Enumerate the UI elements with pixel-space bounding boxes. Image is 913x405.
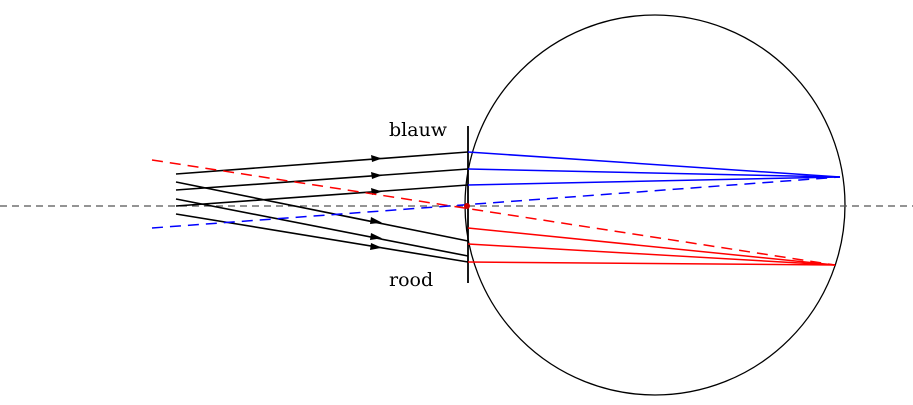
red-rays	[467, 227, 836, 266]
incoming-ray	[175, 184, 469, 207]
blue-dashed-chief-ray	[151, 176, 841, 229]
red-dashed-chief-ray	[151, 159, 836, 266]
ray-arrow	[370, 217, 382, 224]
red-ray	[467, 261, 836, 266]
ray-arrow	[370, 233, 382, 240]
blue-ray	[467, 168, 841, 178]
ray-arrows	[370, 155, 382, 250]
incoming-ray	[175, 213, 469, 263]
lens-center-point	[464, 203, 470, 209]
ray-arrow	[371, 172, 382, 179]
eyeball-outline	[464, 14, 846, 396]
blue-rays	[467, 151, 841, 186]
red-ray	[467, 227, 836, 266]
incoming-ray	[175, 181, 469, 242]
blue-focus-label: blauw	[389, 119, 448, 141]
incoming-ray	[175, 151, 469, 175]
blue-ray	[467, 151, 841, 178]
blue-ray	[467, 176, 841, 186]
ray-arrow	[371, 188, 382, 195]
incoming-ray	[175, 198, 469, 257]
red-focus-label: rood	[389, 269, 434, 291]
ray-arrow	[370, 243, 382, 250]
incoming-rays	[175, 151, 469, 263]
ray-arrow	[371, 155, 382, 162]
red-ray	[467, 243, 836, 266]
incoming-ray	[175, 168, 469, 191]
